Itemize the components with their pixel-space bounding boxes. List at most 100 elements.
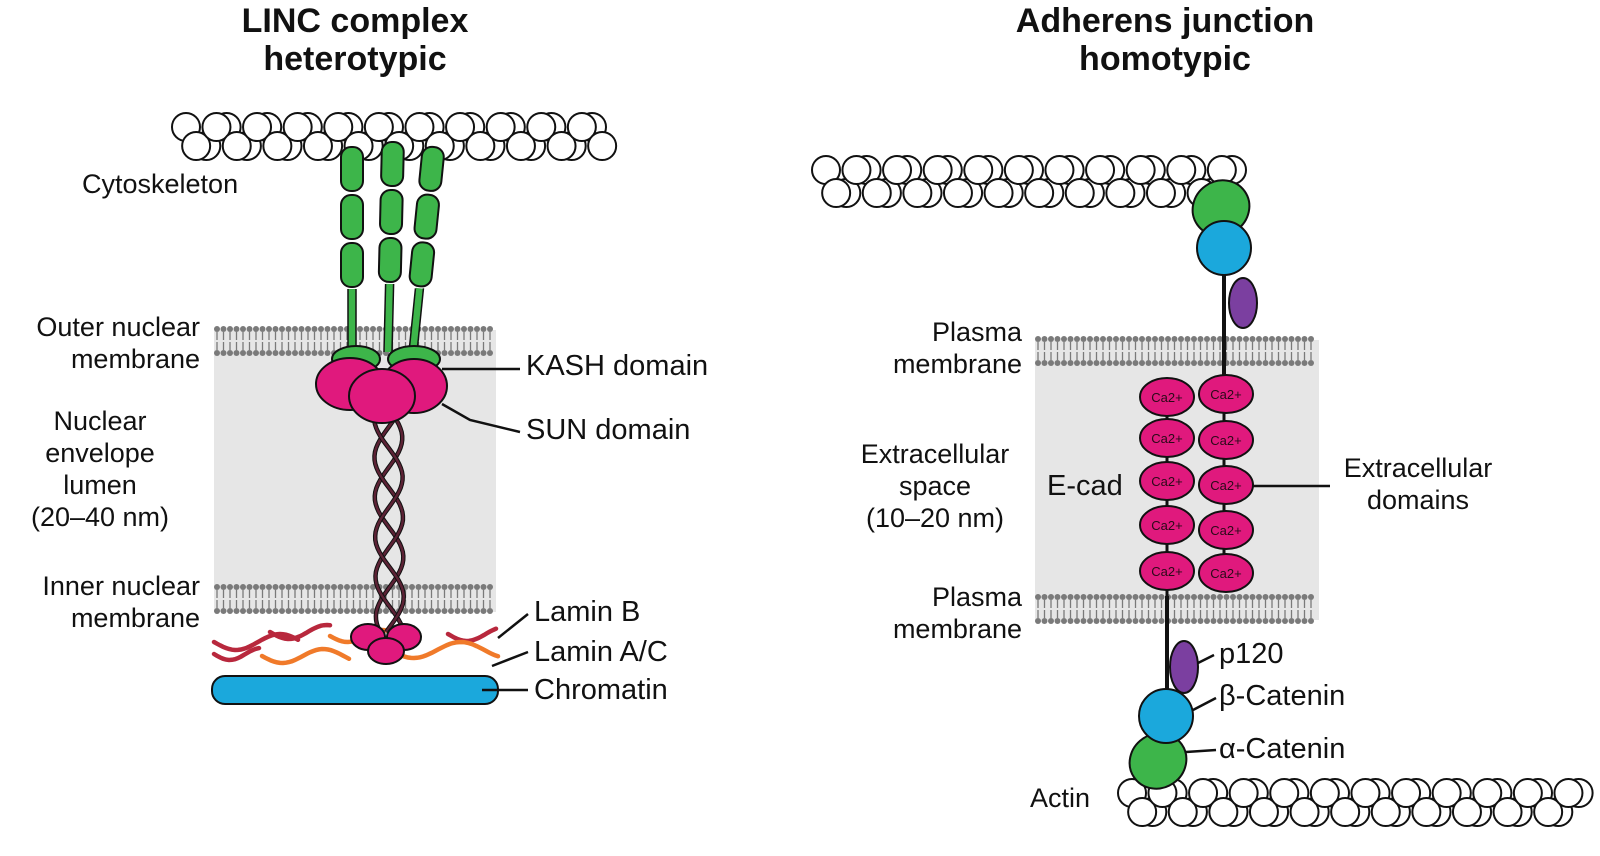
actin-label: Actin: [1030, 783, 1091, 813]
lipid-head: [1282, 618, 1288, 624]
nesprin-left: [340, 146, 364, 352]
lipid-head: [220, 584, 227, 590]
lipid-head: [461, 350, 467, 356]
ca-ion-label: Ca2+: [1210, 387, 1241, 402]
lipid-head: [1171, 594, 1178, 600]
nesprin-stalk: [384, 283, 394, 353]
lipid-head: [474, 608, 480, 614]
actin-monomer: [546, 131, 577, 161]
nesprin-repeat: [408, 241, 436, 288]
lipid-head: [1158, 618, 1165, 624]
lipid-head: [1132, 618, 1139, 624]
domains-line2: domains: [1366, 485, 1470, 515]
lipid-head: [461, 326, 467, 332]
lipid-head: [415, 608, 422, 614]
lipid-head: [1243, 594, 1249, 600]
lipid-head: [461, 608, 467, 614]
lipid-head: [1061, 618, 1067, 624]
lipid-head: [1119, 336, 1126, 342]
lipid-head: [1210, 594, 1217, 600]
lipid-head: [1249, 336, 1256, 342]
lipid-head: [1035, 336, 1041, 342]
actin-monomer: [1024, 178, 1055, 208]
lipid-head: [1093, 360, 1100, 366]
actin-filament-top: [811, 155, 1247, 208]
chromatin-label: Chromatin: [534, 674, 668, 706]
lipid-head: [1067, 594, 1074, 600]
lipid-head: [1269, 336, 1275, 342]
adherens-title: Adherens junction homotypic: [955, 2, 1375, 78]
ca-ion-label: Ca2+: [1210, 433, 1241, 448]
lipid-head: [285, 326, 292, 332]
lipid-head: [1295, 336, 1301, 342]
actin-monomer: [262, 131, 293, 161]
lipid-head: [1080, 360, 1087, 366]
sun-coil-strand: [373, 407, 405, 633]
alpha-catenin-bottom: [1128, 732, 1188, 790]
alpha-catenin-leader-line: [1185, 748, 1217, 754]
actin-monomer: [1167, 797, 1198, 827]
lipid-head: [240, 584, 246, 590]
lipid-head: [259, 608, 266, 614]
lipid-head: [279, 326, 285, 332]
lipid-head: [1262, 594, 1269, 600]
lipid-head: [1256, 594, 1262, 600]
lipid-head: [318, 584, 324, 590]
actin-monomer: [902, 178, 933, 208]
lipid-head: [1119, 360, 1126, 366]
ecad-domain-right-2: [1198, 420, 1254, 460]
lipid-head: [1301, 594, 1308, 600]
ca-ion-label: Ca2+: [1151, 431, 1182, 446]
actin-monomer: [1472, 778, 1503, 808]
lipid-head: [363, 584, 370, 590]
lipid-head: [1041, 360, 1048, 366]
nesprin-stalk-edge: [416, 288, 425, 353]
lipid-head: [1048, 336, 1054, 342]
sun-domain-label: SUN domain: [526, 414, 691, 446]
lipid-head: [383, 608, 389, 614]
lipid-head: [422, 326, 428, 332]
lipid-head: [441, 350, 448, 356]
lumen-line1: Nuclear: [53, 406, 147, 436]
lipid-head: [1048, 594, 1054, 600]
lipid-head: [1171, 336, 1178, 342]
extracellular-line3: (10–20 nm): [865, 503, 1005, 533]
lipid-head: [487, 326, 493, 332]
p120-label: p120: [1219, 638, 1284, 670]
lipid-head: [246, 350, 253, 356]
nesprin-repeat: [340, 194, 364, 240]
actin-monomer: [821, 178, 852, 208]
actin-monomer: [1044, 155, 1075, 185]
actin-monomer: [1125, 155, 1156, 185]
extracellular-line1: Extracellular: [860, 439, 1010, 469]
lipid-head: [331, 584, 337, 590]
actin-monomer: [302, 131, 333, 161]
lipid-head: [305, 350, 311, 356]
lipid-head: [1048, 618, 1054, 624]
lipid-head: [1217, 336, 1223, 342]
actin-filament-bottom: [1117, 778, 1594, 827]
lipid-head: [227, 584, 233, 590]
extracellular-line2: space: [898, 471, 972, 501]
p120-leader-line: [1197, 653, 1215, 665]
lipid-head: [1113, 618, 1119, 624]
lipid-head: [1217, 594, 1223, 600]
lipid-head: [1249, 594, 1256, 600]
lipid-head: [279, 350, 285, 356]
extracellular-domains-label: Extracellular domains: [1318, 452, 1518, 516]
plasma-membrane-top-label: Plasma membrane: [893, 316, 1022, 380]
lipid-head: [1048, 360, 1054, 366]
lipid-head: [357, 584, 363, 590]
lipid-head: [292, 608, 298, 614]
lipid-head: [292, 326, 298, 332]
lipid-head: [1236, 360, 1243, 366]
lipid-head: [344, 608, 350, 614]
lipid-head: [428, 608, 435, 614]
lipid-head: [1158, 336, 1165, 342]
lipid-head: [292, 350, 298, 356]
actin-monomer: [1533, 797, 1564, 827]
lipid-head: [253, 350, 259, 356]
plasma-bottom-line2: membrane: [892, 614, 1022, 644]
lipid-head: [1145, 618, 1152, 624]
